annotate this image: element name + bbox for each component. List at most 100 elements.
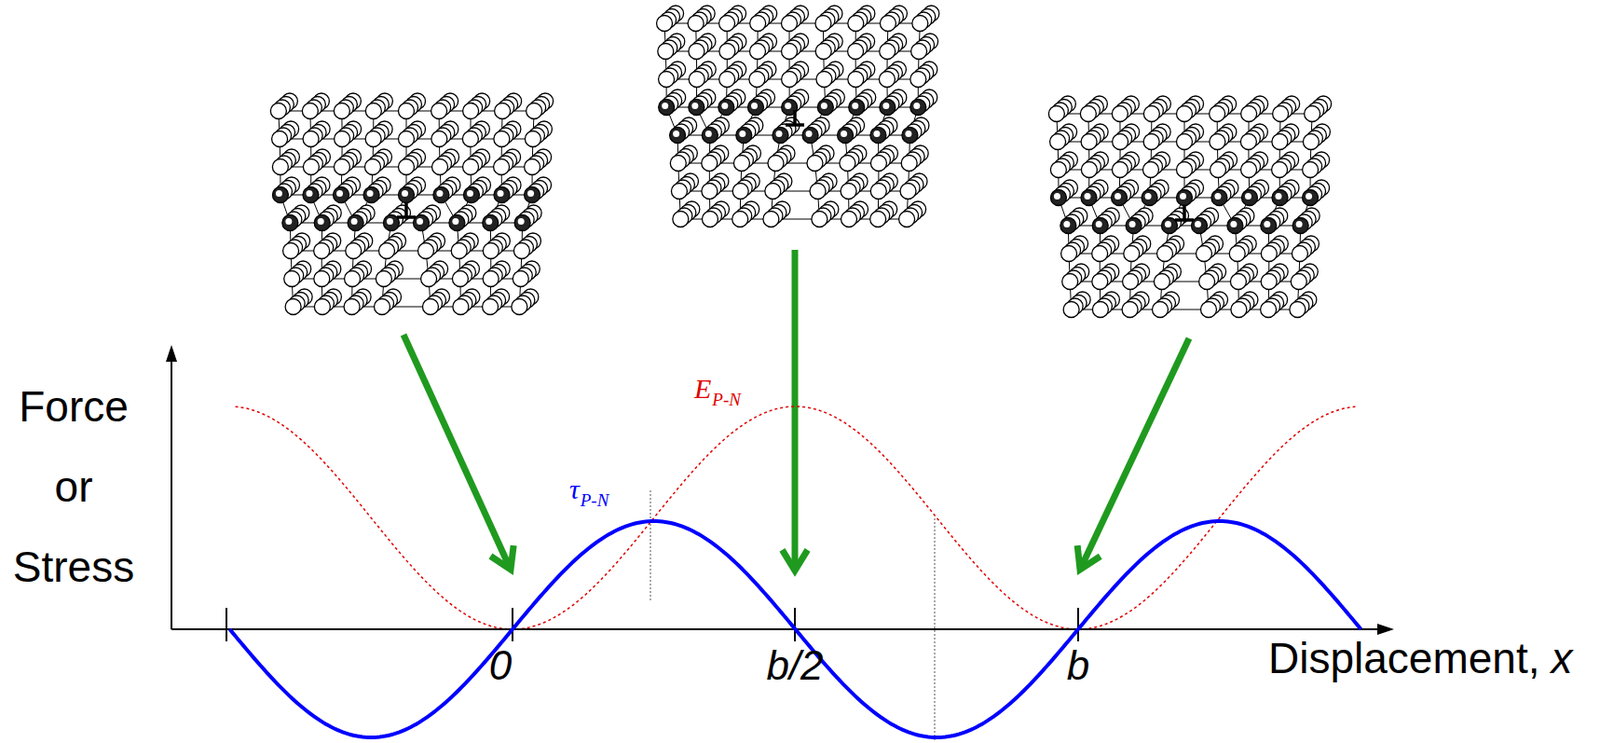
atom	[1211, 190, 1228, 206]
atom	[879, 43, 896, 60]
atom	[449, 215, 465, 232]
atom	[1062, 273, 1079, 290]
atom	[302, 159, 319, 176]
atom	[1157, 246, 1174, 262]
atom-highlight	[850, 74, 858, 82]
atom	[1092, 301, 1108, 318]
atom	[910, 71, 927, 88]
atom	[1176, 134, 1193, 151]
atom	[511, 299, 528, 315]
atom	[375, 271, 392, 288]
atom-highlight	[527, 190, 534, 197]
atom-highlight	[1095, 304, 1103, 312]
atom	[1260, 273, 1277, 290]
atom	[365, 103, 382, 120]
atom-highlight	[306, 162, 314, 169]
atom-highlight	[691, 18, 698, 26]
atom-highlight	[672, 130, 680, 137]
atom-highlight	[1296, 220, 1303, 228]
atom	[433, 187, 450, 204]
atom-highlight	[1083, 192, 1091, 200]
pointer-arrow	[403, 334, 514, 570]
atom-highlight	[913, 74, 920, 82]
atom-highlight	[1275, 192, 1283, 200]
x-axis	[171, 628, 1384, 630]
atom-highlight	[1160, 248, 1167, 256]
atom-highlight	[818, 18, 825, 26]
atom-highlight	[1125, 304, 1133, 312]
atom-highlight	[1305, 164, 1313, 172]
atom-highlight	[874, 158, 881, 165]
atom	[421, 271, 438, 288]
atom	[672, 211, 689, 228]
atom-highlight	[904, 130, 912, 137]
atom	[1161, 218, 1177, 234]
dislocation-symbol	[396, 202, 416, 218]
y-axis	[170, 354, 173, 630]
atom	[343, 299, 360, 315]
atom	[431, 103, 448, 120]
lattice-bonds	[664, 23, 920, 219]
atom	[688, 43, 705, 60]
atom	[1209, 134, 1226, 151]
atom-highlight	[317, 301, 325, 309]
atom	[270, 103, 287, 120]
atom-highlight	[820, 102, 828, 110]
atom	[333, 159, 350, 176]
atom	[732, 183, 749, 200]
atom-highlight	[691, 102, 698, 110]
atom	[1292, 218, 1309, 234]
atom	[719, 71, 736, 88]
atom	[1176, 190, 1193, 206]
atom-highlight	[425, 301, 433, 309]
arrow-head	[1077, 545, 1101, 570]
atom	[809, 183, 826, 200]
atom	[482, 215, 499, 232]
atom-highlight	[465, 134, 473, 141]
lattice-bonds	[1056, 113, 1313, 310]
atom-highlight	[704, 186, 712, 193]
atom-highlight	[287, 273, 294, 281]
atom	[1092, 218, 1108, 234]
atom-highlight	[517, 246, 524, 253]
atom	[1271, 162, 1288, 178]
atom	[1230, 301, 1247, 318]
atom	[749, 71, 766, 88]
symbol-stem	[404, 202, 409, 218]
atom	[817, 99, 834, 116]
symbol-stem	[1182, 205, 1187, 220]
atom-highlight	[752, 74, 759, 82]
atom-highlight	[1199, 248, 1206, 256]
atom-highlight	[401, 106, 409, 113]
atom-highlight	[275, 190, 283, 197]
atom	[451, 271, 468, 288]
atom	[1111, 106, 1128, 123]
atom-highlight	[288, 301, 296, 309]
curve-label: E	[694, 374, 712, 403]
atom	[1121, 301, 1138, 318]
atom	[806, 155, 823, 172]
atom-highlight	[423, 273, 431, 281]
atom	[670, 127, 686, 144]
atom-highlight	[1114, 192, 1122, 200]
crystal-lattice	[1048, 95, 1331, 318]
atom	[870, 127, 887, 144]
atom	[493, 159, 510, 176]
atom	[1123, 246, 1140, 262]
atom-highlight	[784, 102, 792, 110]
atom-highlight	[401, 134, 409, 141]
atom-highlight	[1146, 164, 1153, 172]
atom-highlight	[806, 130, 813, 137]
atom-highlight	[784, 46, 792, 54]
tick-label: b/2	[765, 644, 823, 686]
atom	[701, 155, 718, 172]
atom	[431, 131, 448, 148]
atom-highlight	[305, 190, 313, 197]
atom-highlight	[377, 301, 384, 309]
atom-highlight	[1084, 136, 1092, 144]
atom	[1241, 190, 1258, 206]
atom-highlight	[1115, 136, 1122, 144]
crystal-lattice	[656, 5, 940, 228]
atom	[815, 15, 832, 32]
atom	[398, 159, 415, 176]
